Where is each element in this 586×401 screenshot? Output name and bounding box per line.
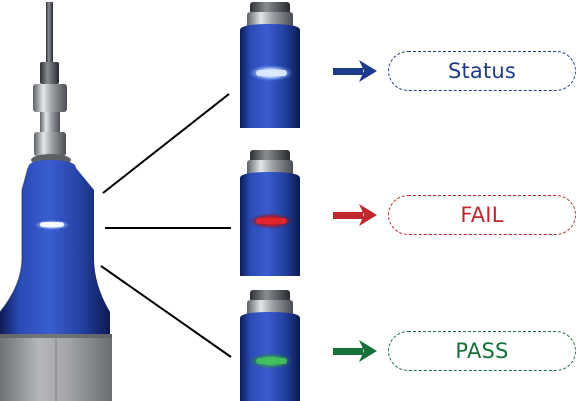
blue-body — [0, 160, 110, 338]
chuck-nut — [33, 84, 67, 112]
connector-line-status — [102, 93, 230, 194]
label-status: Status — [388, 51, 576, 91]
connector-lines — [100, 93, 232, 358]
label-fail: FAIL — [388, 195, 576, 235]
chuck-neck — [40, 112, 60, 134]
chuck-ring — [34, 132, 66, 156]
arrow-right-icon — [333, 204, 377, 226]
zoom-chuck — [247, 12, 293, 28]
label-pass: PASS — [388, 331, 576, 371]
bit-shaft — [46, 2, 53, 64]
arrow-right-icon — [333, 340, 377, 362]
bit-collar — [40, 62, 59, 84]
zoomed-views — [240, 2, 300, 401]
zoom-status — [240, 2, 300, 128]
screwdriver-main — [0, 2, 112, 401]
zoom-pass — [240, 290, 300, 401]
zoom-fail — [240, 150, 300, 276]
zoom-chuck — [247, 160, 293, 176]
label-text-fail: FAIL — [460, 203, 504, 227]
arrow-right-icon — [333, 60, 377, 82]
zoom-chuck — [247, 300, 293, 316]
connector-line-pass — [100, 265, 232, 358]
label-text-status: Status — [447, 59, 517, 83]
label-text-pass: PASS — [455, 339, 509, 363]
